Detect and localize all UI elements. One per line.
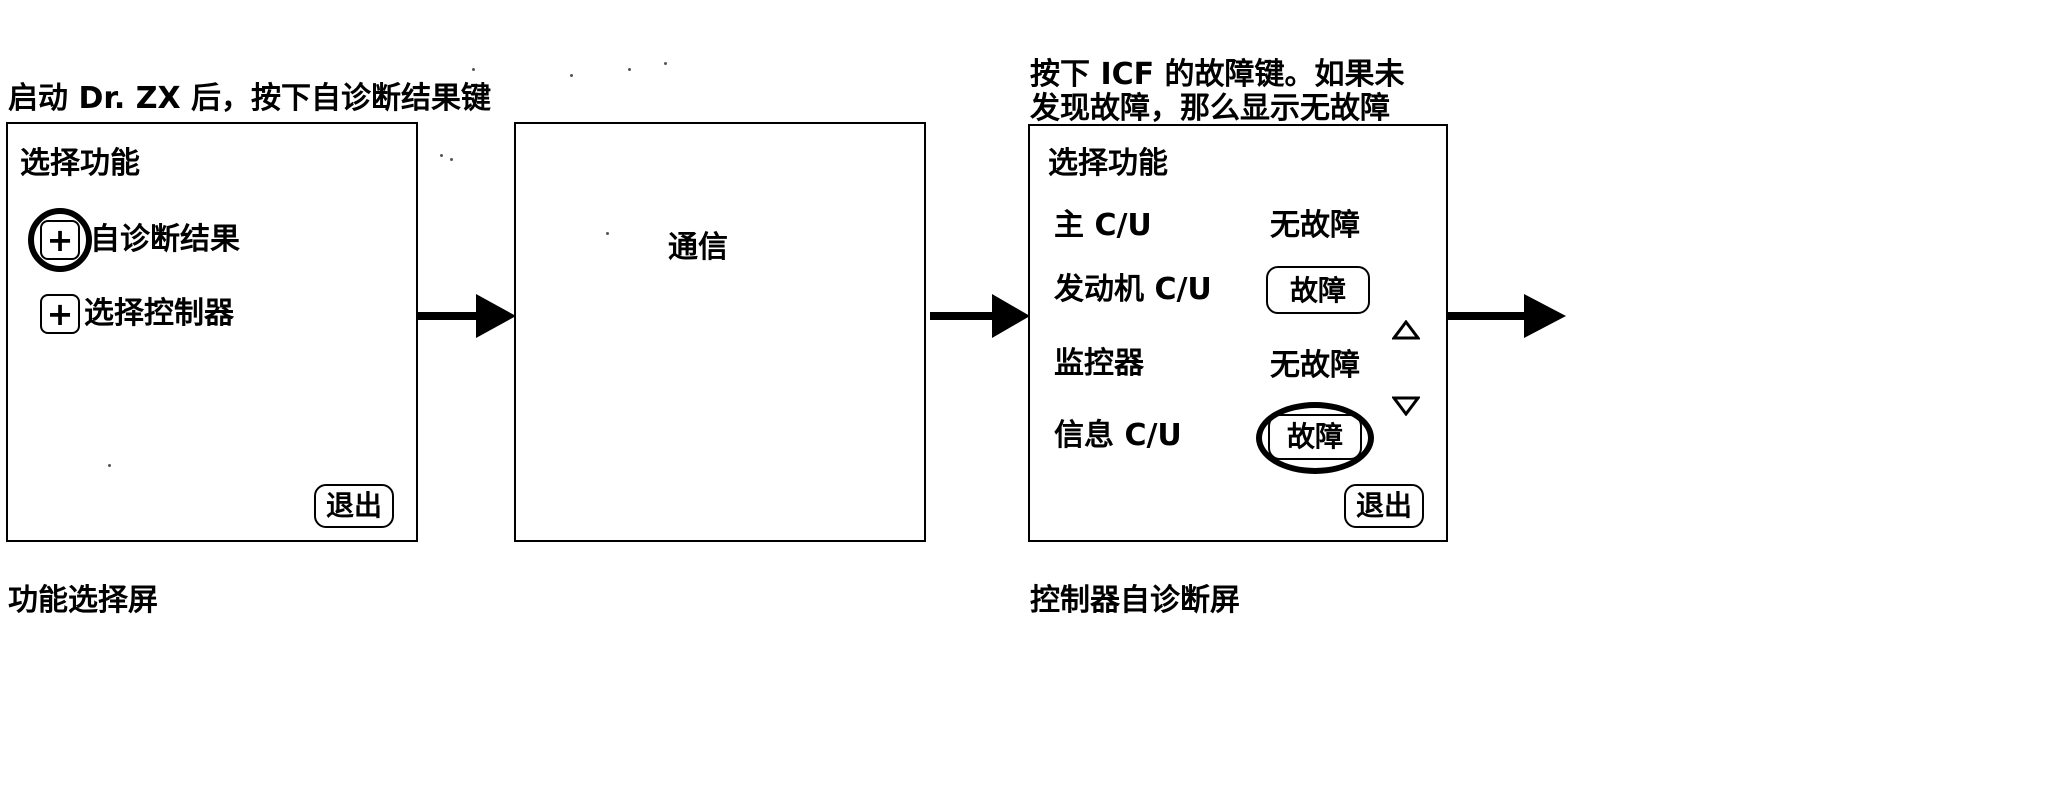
self-diagnosis-result-label[interactable]: 自诊断结果 [90, 222, 240, 257]
engine-cu-fault-button[interactable]: 故障 [1266, 266, 1370, 314]
scan-speck [440, 154, 443, 157]
scan-speck [472, 68, 475, 71]
row-label-info-cu: 信息 C/U [1054, 418, 1182, 453]
scan-speck [664, 62, 667, 65]
arrow-right-icon [930, 294, 1030, 338]
controller-self-diagnosis-screen: 选择功能 主 C/U 无故障 发动机 C/U 故障 监控器 无故障 信息 C/U… [1028, 124, 1448, 542]
row-label-engine-cu: 发动机 C/U [1054, 272, 1212, 307]
panel3-top-caption-line1: 按下 ICF 的故障键。如果未 [1030, 57, 1405, 92]
panel1-bottom-caption: 功能选择屏 [8, 583, 158, 618]
select-controller-plus-button[interactable]: + [40, 294, 80, 334]
function-select-screen: 选择功能 + 自诊断结果 + 选择控制器 退出 [6, 122, 418, 542]
panel3-bottom-caption: 控制器自诊断屏 [1030, 583, 1240, 618]
row-status-monitor: 无故障 [1270, 348, 1360, 383]
scroll-down-icon[interactable] [1392, 396, 1420, 416]
scan-speck [108, 464, 111, 467]
communication-label: 通信 [668, 230, 728, 265]
highlight-circle [1256, 402, 1374, 474]
row-label-monitor: 监控器 [1054, 346, 1144, 381]
communication-screen: 通信 [514, 122, 926, 542]
arrow-right-icon [1446, 294, 1566, 338]
panel3-top-caption-line2: 发现故障，那么显示无故障 [1030, 91, 1390, 126]
exit-button[interactable]: 退出 [1344, 484, 1424, 528]
select-controller-label[interactable]: 选择控制器 [84, 296, 234, 331]
scroll-up-icon[interactable] [1392, 320, 1420, 340]
info-cu-fault-button[interactable]: 故障 [1268, 414, 1362, 460]
arrow-right-icon [418, 294, 516, 338]
panel1-top-caption: 启动 Dr. ZX 后，按下自诊断结果键 [8, 81, 492, 116]
scan-speck [606, 232, 609, 235]
self-diagnosis-plus-button[interactable]: + [40, 220, 80, 260]
row-status-main-cu: 无故障 [1270, 208, 1360, 243]
highlight-circle [28, 208, 92, 272]
row-label-main-cu: 主 C/U [1054, 208, 1152, 243]
scan-speck [450, 158, 453, 161]
scan-speck [570, 74, 573, 77]
panel1-title: 选择功能 [20, 146, 140, 181]
scan-speck [628, 68, 631, 71]
exit-button[interactable]: 退出 [314, 484, 394, 528]
panel3-title: 选择功能 [1048, 146, 1168, 181]
